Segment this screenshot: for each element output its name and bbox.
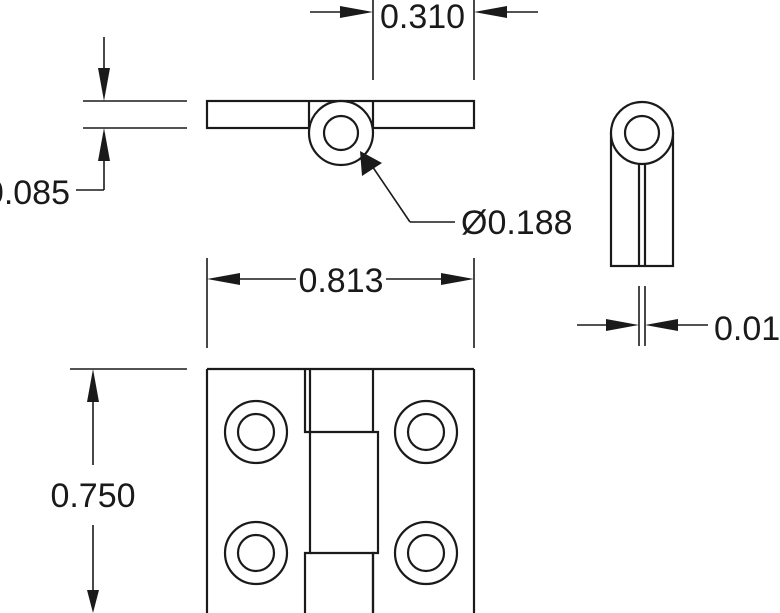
dimension-0-01: 0.01 xyxy=(577,286,780,348)
screw-hole-bottom-right xyxy=(393,520,459,586)
side-view-pin xyxy=(623,114,661,152)
dimension-0-813: 0.813 xyxy=(206,258,475,348)
dimension-label-pin-diameter: Ø0.188 xyxy=(461,204,573,242)
dimension-0-310: 0.310 xyxy=(310,0,538,80)
screw-hole-top-right xyxy=(393,399,459,465)
screw-hole-bottom-left xyxy=(223,520,289,586)
side-view xyxy=(609,100,675,268)
dimension-label-0-813: 0.813 xyxy=(298,262,383,300)
dimension-0-750: 0.750 xyxy=(50,368,187,613)
dimension-pin-diameter: Ø0.188 xyxy=(360,151,573,242)
dimension-label-0-01: 0.01 xyxy=(714,310,780,348)
dimension-label-0-750: 0.750 xyxy=(50,477,135,515)
dimension-label-0-310: 0.310 xyxy=(380,0,465,36)
dimension-0-085: 0.085 xyxy=(0,37,187,212)
top-view-pin xyxy=(322,114,360,152)
screw-hole-top-left xyxy=(223,399,289,465)
top-view-knuckle-outer xyxy=(307,99,375,167)
dimension-label-0-085: 0.085 xyxy=(0,174,70,212)
front-view xyxy=(205,367,476,613)
top-view xyxy=(205,99,476,167)
side-view-knuckle-outer xyxy=(609,100,675,166)
